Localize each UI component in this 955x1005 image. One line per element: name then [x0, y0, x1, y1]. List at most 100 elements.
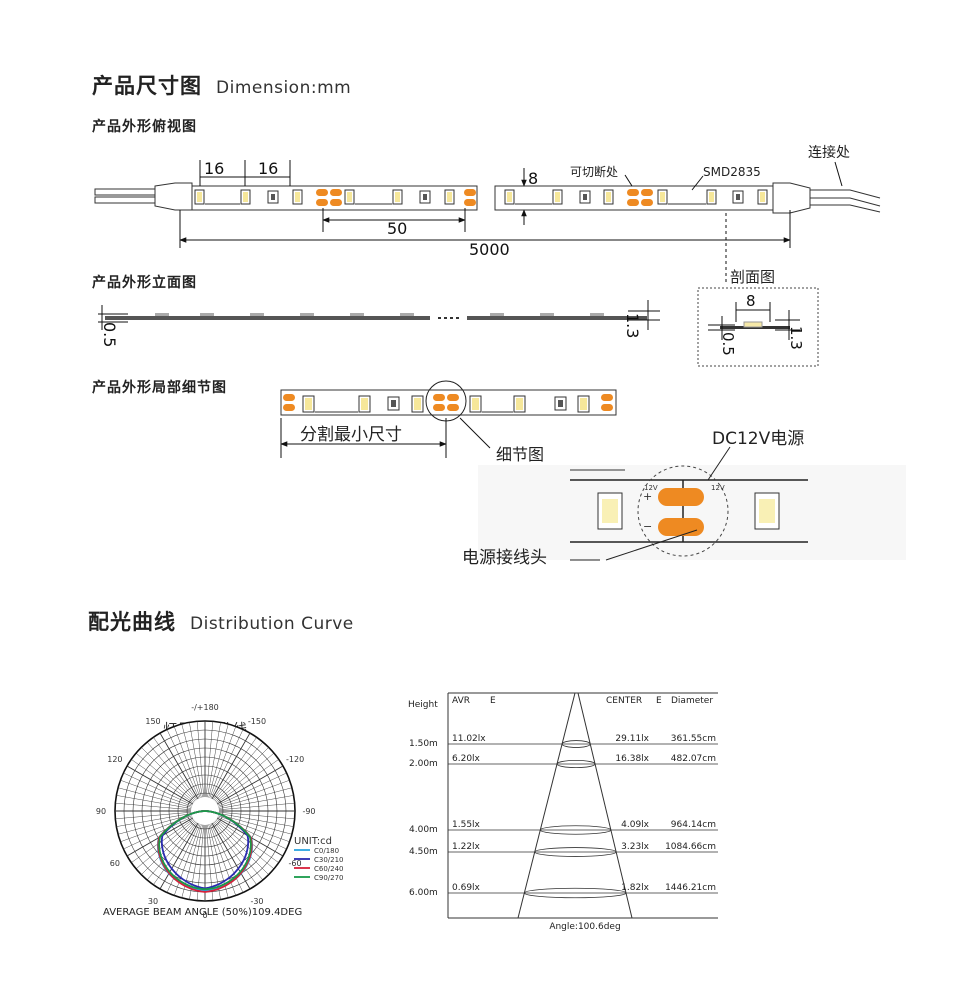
polar-spoke — [159, 810, 206, 890]
polar-spoke — [141, 747, 206, 812]
polar-angle-label: -120 — [286, 755, 304, 764]
illum-avr: 11.02lx — [452, 734, 486, 744]
curve-subtitle: Distribution Curve — [190, 614, 354, 634]
resistor-body — [558, 400, 563, 407]
illum-center: 3.23lx — [621, 842, 650, 852]
polar-spoke — [189, 722, 206, 812]
polar-spoke — [196, 721, 206, 812]
side-led-bump — [200, 313, 214, 316]
illum-height: 6.00m — [409, 888, 438, 898]
side-led-bump — [540, 313, 554, 316]
illum-diameter: 1084.66cm — [665, 842, 716, 852]
solder-pad — [641, 189, 653, 196]
polar-spoke — [204, 802, 295, 812]
illum-height: 4.00m — [409, 825, 438, 835]
illum-spot-ellipse — [556, 759, 596, 769]
illum-diameter: 1446.21cm — [665, 883, 716, 893]
led-emitter — [414, 398, 421, 410]
illum-center: 1.82lx — [621, 883, 650, 893]
polar-spoke — [204, 795, 294, 812]
polar-angle-label: 150 — [145, 717, 160, 726]
polar-spoke — [153, 810, 206, 885]
illum-height: 2.00m — [409, 759, 438, 769]
polar-spoke — [196, 810, 206, 901]
side-led-bump — [400, 313, 414, 316]
detail-view-title: 产品外形局部细节图 — [92, 380, 227, 396]
top-view-title: 产品外形俯视图 — [92, 119, 197, 135]
minus-sign: − — [643, 520, 652, 533]
polar-spoke — [123, 810, 206, 850]
polar-unit: UNIT:cd — [294, 836, 332, 847]
polar-spoke — [115, 810, 206, 820]
resistor-body — [271, 194, 275, 200]
side-led-bump — [590, 313, 604, 316]
polar-spoke — [204, 721, 214, 812]
polar-spoke — [204, 810, 214, 901]
legend-label: C0/180 — [314, 847, 339, 855]
polar-spoke — [115, 802, 206, 812]
illum-angle: Angle:100.6deg — [549, 922, 620, 932]
polar-angle-label: -60 — [289, 859, 302, 868]
illum-avr: 1.22lx — [452, 842, 481, 852]
led-emitter — [580, 398, 587, 410]
polar-angle-label: 120 — [107, 755, 122, 764]
led-emitter — [555, 192, 560, 202]
dim-16a: 16 — [204, 159, 224, 178]
polar-spoke — [204, 810, 279, 863]
polar-spoke — [204, 810, 264, 881]
legend-label: C90/270 — [314, 874, 344, 882]
polar-chart — [114, 720, 296, 902]
polar-spoke — [204, 810, 275, 870]
side-led-bump — [350, 313, 364, 316]
polar-curve-C90-270 — [158, 810, 252, 891]
led-emitter — [347, 192, 352, 202]
led-emitter — [395, 192, 400, 202]
led-emitter — [447, 192, 452, 202]
polar-spoke — [166, 729, 206, 812]
v12-left: 12V — [644, 484, 658, 492]
led-emitter — [516, 398, 523, 410]
legend-label: C60/240 — [314, 865, 344, 873]
side-led-bump — [490, 313, 504, 316]
polar-angle-label: -90 — [302, 807, 315, 816]
polar-spoke — [141, 810, 206, 875]
polar-spoke — [204, 810, 269, 875]
connector-label: 连接处 — [808, 144, 850, 161]
cut-label: 可切断处 — [570, 164, 618, 179]
top-view-leds — [194, 189, 768, 206]
polar-spoke — [120, 780, 206, 812]
polar-angle-label: 60 — [110, 859, 120, 868]
illuminance-diagram — [447, 692, 718, 919]
polar-spoke — [126, 810, 206, 857]
polar-spoke — [204, 810, 287, 850]
polar-spoke — [118, 787, 206, 812]
resistor-body — [583, 194, 587, 200]
polar-spoke — [126, 765, 206, 812]
polar-spoke — [204, 810, 290, 842]
illum-avr: 6.20lx — [452, 754, 481, 764]
polar-spoke — [120, 810, 206, 842]
v12-right: 12V — [711, 484, 725, 492]
solder-pad — [627, 189, 639, 196]
min-cut-label: 分割最小尺寸 — [300, 425, 402, 445]
illum-spot-ellipse — [539, 825, 612, 835]
polar-spoke — [135, 752, 206, 812]
polar-spoke — [204, 741, 264, 812]
resistor-body — [736, 194, 740, 200]
led-emitter — [709, 192, 714, 202]
polar-spoke — [146, 741, 206, 812]
solder-pad — [283, 394, 295, 401]
led-emitter — [361, 398, 368, 410]
led-emitter — [760, 192, 765, 202]
solder-pad — [316, 199, 328, 206]
side-led-bump — [300, 313, 314, 316]
polar-angle-label: -150 — [248, 717, 266, 726]
resistor-body — [391, 400, 396, 407]
dimension-subtitle: Dimension:mm — [216, 78, 352, 98]
illum-avr-header: AVR — [452, 696, 470, 706]
polar-spoke — [174, 726, 206, 812]
solder-pad — [447, 404, 459, 411]
polar-spoke — [204, 729, 244, 812]
polar-spoke — [159, 732, 206, 812]
